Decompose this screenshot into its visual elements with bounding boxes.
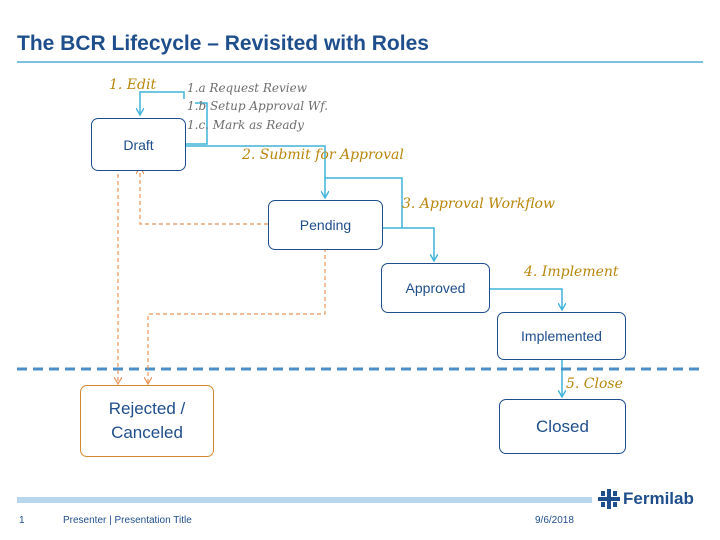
footer-presenter: Presenter | Presentation Title (63, 515, 192, 526)
state-implemented-label: Implemented (521, 328, 602, 344)
state-implemented: Implemented (497, 312, 626, 360)
footer-bar (17, 497, 592, 503)
step-mark-ready-label: 1.c. Mark as Ready (187, 118, 304, 132)
step-edit-label: 1. Edit (109, 77, 157, 93)
step-setup-approval-label: 1.b Setup Approval Wf. (187, 99, 329, 113)
fermilab-logo-icon (598, 489, 620, 509)
footer-date: 9/6/2018 (535, 515, 574, 526)
title-divider (17, 61, 703, 63)
slide-title: The BCR Lifecycle – Revisited with Roles (17, 32, 429, 55)
state-rejected-label-line2: Canceled (111, 423, 183, 442)
step-submit-label: 2. Submit for Approval (242, 147, 404, 163)
draft-substeps-bracket (186, 102, 208, 145)
approval-workflow-arrow (325, 177, 403, 228)
step-approval-workflow-label: 3. Approval Workflow (402, 196, 555, 212)
fermilab-logo: Fermilab (598, 489, 694, 509)
edit-loop-arrow (140, 91, 185, 114)
submit-arrow (186, 145, 325, 197)
state-draft: Draft (91, 118, 186, 171)
state-approved: Approved (381, 263, 490, 313)
state-closed: Closed (499, 399, 626, 454)
step-implement-label: 4. Implement (524, 264, 619, 280)
pending-to-rejected-dashed-arrow (148, 248, 326, 383)
state-rejected-label-line1: Rejected / (108, 399, 186, 418)
state-pending: Pending (268, 200, 383, 250)
approve-arrow (383, 227, 434, 260)
state-pending-label: Pending (299, 217, 352, 233)
fermilab-logo-text: Fermilab (623, 489, 694, 508)
step-close-label: 5. Close (566, 376, 623, 392)
state-approved-label: Approved (405, 280, 466, 296)
state-rejected-canceled: Rejected / Canceled (80, 385, 214, 457)
state-closed-label: Closed (536, 416, 589, 436)
footer-page-number: 1 (19, 515, 25, 526)
state-draft-label: Draft (123, 136, 154, 153)
pending-to-draft-dashed-arrow (140, 168, 268, 225)
implement-arrow (490, 288, 562, 309)
step-request-review-label: 1.a Request Review (187, 81, 307, 95)
